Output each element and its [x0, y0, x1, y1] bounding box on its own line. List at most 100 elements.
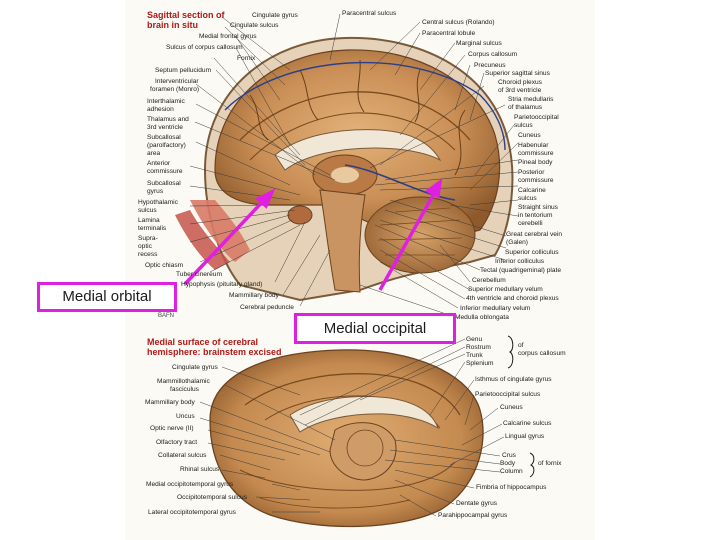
label: Optic chiasm — [145, 262, 184, 269]
label: Thalamus and — [147, 116, 189, 123]
label: Lamina — [138, 217, 160, 224]
label: Optic nerve (II) — [150, 425, 194, 432]
label: Interventricular — [155, 78, 199, 85]
label: Supra- — [138, 235, 158, 242]
label: Crus — [502, 452, 516, 459]
label: Column — [500, 468, 523, 475]
label: Occipitotemporal sulcus — [177, 494, 247, 501]
label: Fornix — [237, 55, 256, 62]
label: Superior sagittal sinus — [485, 70, 550, 77]
label: area — [147, 150, 161, 157]
label: Cingulate sulcus — [230, 22, 279, 29]
label: Subcallosal — [147, 180, 181, 187]
label: (parolfactory) — [147, 142, 186, 149]
label: of — [518, 342, 524, 349]
label: Corpus callosum — [468, 51, 518, 58]
label: terminalis — [138, 225, 167, 232]
label: Paracentral sulcus — [342, 10, 397, 17]
label: 4th ventricle and choroid plexus — [466, 295, 559, 302]
label: commissure — [518, 177, 554, 184]
bottom-panel-title-line2: hemisphere: brainstem excised — [147, 347, 282, 357]
label: Septum pellucidum — [155, 67, 212, 74]
label: Calcarine — [518, 187, 546, 194]
label: of fornix — [538, 460, 562, 467]
label: Cingulate gyrus — [252, 12, 298, 19]
label: Parahippocampal gyrus — [438, 512, 508, 519]
label: Collateral sulcus — [158, 452, 207, 459]
label: 3rd ventricle — [147, 124, 183, 131]
label: Trunk — [466, 352, 483, 359]
label: Cingulate gyrus — [172, 364, 218, 371]
label: foramen (Monro) — [150, 86, 200, 93]
label: Precuneus — [474, 62, 506, 69]
label: Uncus — [176, 413, 195, 420]
label: Mammillothalamic — [157, 378, 210, 385]
label: optic — [138, 243, 152, 250]
label: Fimbria of hippocampus — [476, 484, 547, 491]
label: Tuber cinereum — [176, 271, 222, 278]
label: Sulcus of corpus callosum — [166, 44, 243, 51]
label: Mammillary body — [145, 399, 195, 406]
label: Cuneus — [500, 404, 523, 411]
label: Paracentral lobule — [422, 30, 476, 37]
label: Anterior — [147, 160, 171, 167]
label: Cerebellum — [472, 277, 506, 284]
label: sulcus — [518, 195, 537, 202]
label: Rhinal sulcus — [180, 466, 220, 473]
label: Parietooccipital — [514, 114, 559, 121]
label: Inferior medullary velum — [460, 305, 531, 312]
label: Choroid plexus — [498, 79, 542, 86]
bottom-panel-title-line1: Medial surface of cerebral — [147, 337, 259, 347]
label: Superior medullary velum — [468, 286, 543, 293]
label: Hypophysis (pituitary gland) — [181, 281, 263, 288]
label: Lingual gyrus — [505, 433, 545, 440]
callout-arrows — [183, 178, 443, 291]
label: Cerebral peduncle — [240, 304, 294, 311]
label: Posterior — [518, 169, 545, 176]
label: Isthmus of cingulate gyrus — [475, 376, 552, 383]
label: Inferior colliculus — [495, 258, 545, 265]
label: Central sulcus (Rolando) — [422, 19, 495, 26]
label: Dentate gyrus — [456, 500, 498, 507]
label: commissure — [147, 168, 183, 175]
label: corpus callosum — [518, 350, 566, 357]
label: Splenium — [466, 360, 494, 367]
label: Cuneus — [518, 132, 541, 139]
label: sulcus — [138, 207, 157, 214]
label: Superior colliculus — [505, 249, 559, 256]
label: Straight sinus — [518, 204, 558, 211]
label: of thalamus — [508, 104, 543, 111]
label: sulcus — [514, 122, 533, 129]
top-panel-title-line1: Sagittal section of — [147, 10, 225, 20]
label: fasciculus — [170, 386, 199, 393]
label: Medial frontal gyrus — [199, 33, 257, 40]
label: Marginal sulcus — [456, 40, 502, 47]
label: Medial occipitotemporal gyrus — [146, 481, 234, 488]
label: Medulla oblongata — [455, 314, 509, 321]
label: Great cerebral vein — [506, 231, 563, 238]
label: of 3rd ventricle — [498, 87, 542, 94]
label: Genu — [466, 336, 483, 343]
label: adhesion — [147, 106, 174, 113]
label: Hypothalamic — [138, 199, 178, 206]
label: Body — [500, 460, 516, 467]
label: Pineal body — [518, 159, 553, 166]
medial-occipital-callout: Medial occipital — [294, 313, 456, 344]
label: Rostrum — [466, 344, 491, 351]
sagittal-section-drawing — [175, 13, 519, 319]
label: Interthalamic — [147, 98, 185, 105]
label: gyrus — [147, 188, 164, 195]
label: Mammillary body — [229, 292, 279, 299]
label: cerebelli — [518, 220, 543, 227]
label: Tectal (quadrigeminal) plate — [480, 267, 561, 274]
label: (Galen) — [506, 239, 528, 246]
label: recess — [138, 251, 158, 258]
label: Stria medullaris — [508, 96, 554, 103]
label: Lateral occipitotemporal gyrus — [148, 509, 236, 516]
medial-surface-drawing — [199, 335, 535, 528]
label: Calcarine sulcus — [503, 420, 552, 427]
label: Parietooccipital sulcus — [475, 391, 541, 398]
medial-orbital-callout: Medial orbital — [37, 282, 177, 312]
label: Olfactory tract — [156, 439, 198, 446]
